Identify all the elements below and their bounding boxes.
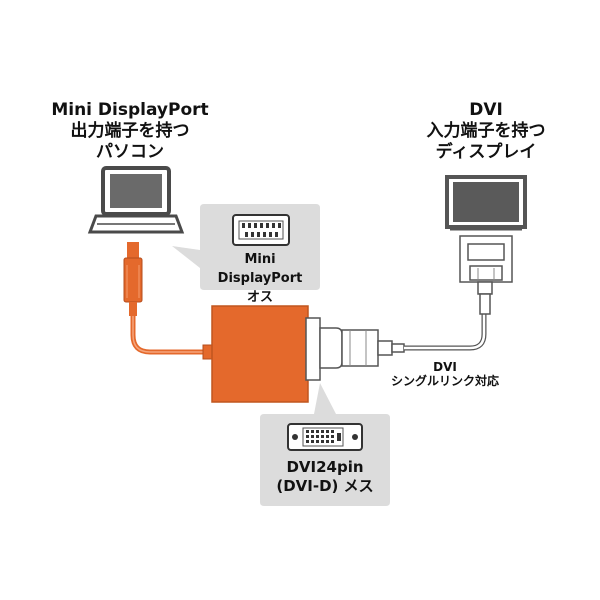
cable-label-line1: DVI	[433, 360, 457, 374]
pc-label: Mini DisplayPort 出力端子を持つ パソコン	[40, 100, 220, 163]
mini-displayport-callout-line1: Mini DisplayPort	[217, 252, 303, 286]
monitor-dvi-plug	[459, 235, 513, 315]
display-label: DVI 入力端子を持つ ディスプレイ	[396, 100, 576, 163]
dvi-cable	[404, 314, 487, 351]
mini-displayport-pins-icon	[238, 220, 284, 240]
mini-displayport-callout	[172, 204, 320, 290]
pc-label-line3: パソコン	[96, 142, 164, 162]
display-label-line2: 入力端子を持つ	[426, 121, 546, 141]
adapter-body	[211, 305, 309, 403]
display-label-line1: DVI	[469, 100, 503, 120]
dvi-cable-plug	[341, 329, 405, 367]
dvi-callout-line1: DVI24pin	[286, 458, 364, 476]
pc-label-line2: 出力端子を持つ	[70, 121, 190, 141]
cable-label-line2: シングルリンク対応	[390, 374, 499, 388]
dvi-pins-icon	[292, 427, 358, 447]
laptop-icon	[87, 166, 185, 234]
mini-displayport-plug	[123, 242, 143, 316]
mini-displayport-callout-label: Mini DisplayPort オス	[200, 250, 320, 307]
dvi-callout-line2: (DVI-D) メス	[276, 477, 374, 495]
monitor-icon	[445, 175, 527, 231]
pc-label-line1: Mini DisplayPort	[51, 100, 209, 120]
cable-label: DVI シングルリンク対応	[385, 360, 505, 388]
display-label-line3: ディスプレイ	[435, 142, 537, 162]
dvi-callout	[260, 383, 390, 506]
orange-cable	[130, 316, 210, 355]
dvi-female-port	[305, 317, 343, 381]
mini-displayport-callout-line2: オス	[246, 290, 273, 305]
dvi-callout-label: DVI24pin (DVI-D) メス	[260, 458, 390, 496]
